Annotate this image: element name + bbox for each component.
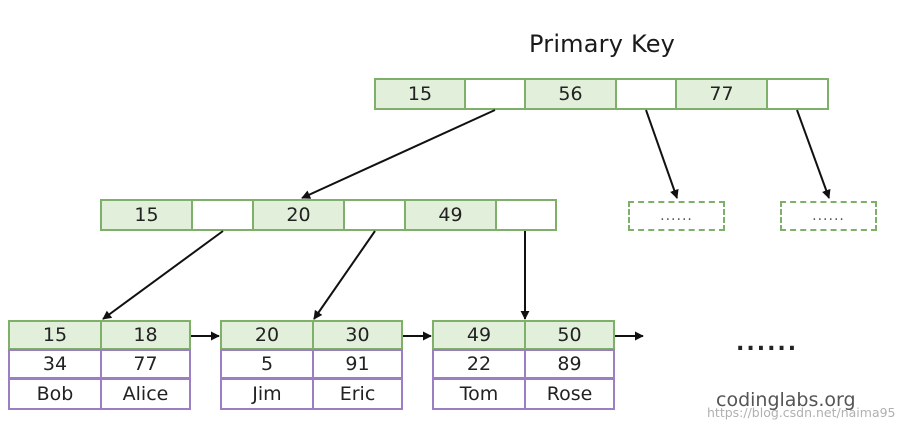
edge-arrow <box>313 230 376 320</box>
leaf-key-cell: 20 <box>220 320 314 350</box>
placeholder-node: ...... <box>780 201 877 231</box>
leaf-name-cell: Alice <box>100 378 191 410</box>
root-key-cell: 56 <box>524 78 617 110</box>
internal-key-cell: 15 <box>100 199 193 231</box>
internal-pointer-cell <box>191 199 254 231</box>
leaf-key-cell: 18 <box>100 320 191 350</box>
leaf-name-cell: Tom <box>432 378 526 410</box>
leaf-age-cell: 77 <box>100 349 191 379</box>
edge-arrow <box>301 109 496 199</box>
diagram-title: Primary Key <box>529 30 676 58</box>
more-leaves-indicator: ...... <box>736 331 799 356</box>
leaf-age-cell: 5 <box>220 349 314 379</box>
brand-label: codinglabs.org <box>716 389 856 411</box>
root-pointer-cell <box>766 78 829 110</box>
leaf-key-cell: 30 <box>312 320 403 350</box>
internal-key-cell: 49 <box>404 199 497 231</box>
edge-arrow <box>796 109 831 199</box>
leaf-name-cell: Rose <box>524 378 615 410</box>
leaf-name-cell: Jim <box>220 378 314 410</box>
edge-arrow <box>645 109 679 199</box>
watermark-text: https://blog.csdn.net/naima95 <box>707 405 896 420</box>
root-key-cell: 77 <box>675 78 768 110</box>
leaf-key-cell: 50 <box>524 320 615 350</box>
internal-pointer-cell <box>495 199 557 231</box>
internal-key-cell: 20 <box>252 199 345 231</box>
placeholder-node: ...... <box>628 201 725 231</box>
root-key-cell: 15 <box>374 78 466 110</box>
leaf-name-cell: Eric <box>312 378 403 410</box>
edge-arrow <box>102 230 224 320</box>
